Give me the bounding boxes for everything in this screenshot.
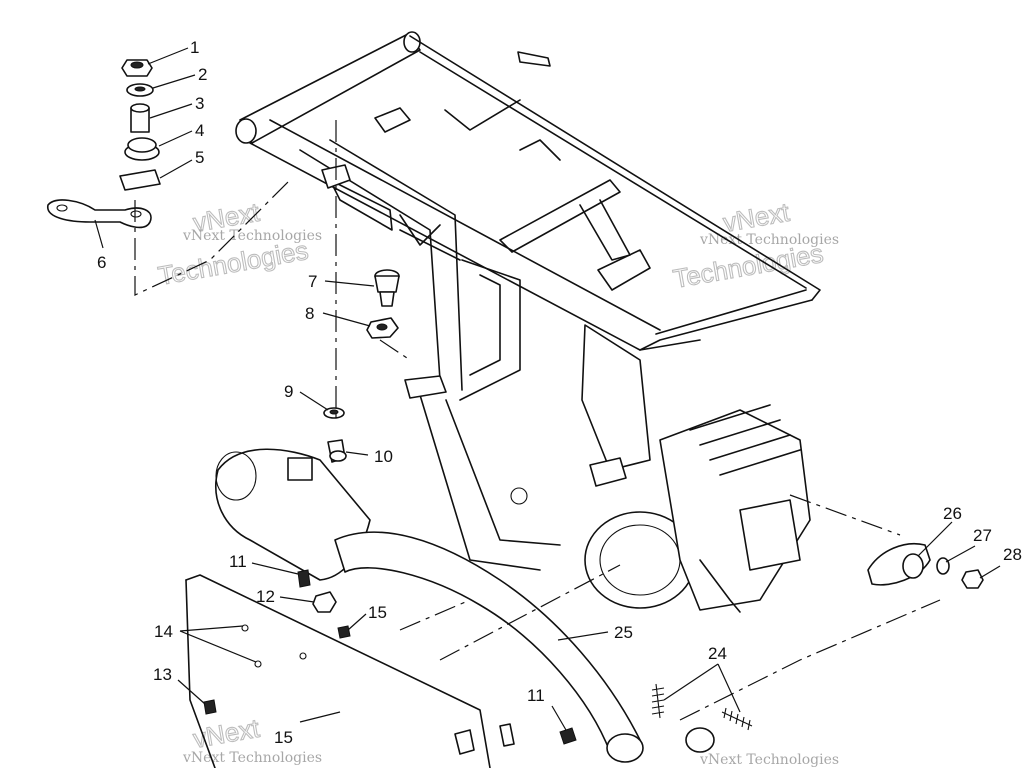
part-26-flange <box>867 543 931 586</box>
heat-shield-16 <box>185 574 491 768</box>
callouts: 1 2 3 4 5 6 7 8 9 10 11 12 15 14 13 25 1… <box>97 38 1022 747</box>
engine-assembly <box>584 404 811 613</box>
part-28-nut <box>961 569 984 589</box>
exhaust-pipe-25 <box>334 531 644 763</box>
callout-26: 26 <box>943 504 962 523</box>
callout-11a: 11 <box>229 552 247 571</box>
callout-12: 12 <box>256 587 275 606</box>
callout-13: 13 <box>153 665 172 684</box>
callout-10: 10 <box>374 447 393 466</box>
callout-15a: 15 <box>368 603 387 622</box>
callout-9: 9 <box>284 382 293 401</box>
callout-27: 27 <box>973 526 992 545</box>
callout-7: 7 <box>308 272 317 291</box>
callout-11b: 11 <box>527 686 545 705</box>
callout-2: 2 <box>198 65 207 84</box>
callout-4: 4 <box>195 121 204 140</box>
part-4-grommet <box>124 137 160 161</box>
part-bottom-clamp <box>454 723 515 755</box>
callout-15b: 15 <box>274 728 293 747</box>
part-5-bracket <box>119 169 161 191</box>
watermark-left: vNext vNext Technologies Technologies <box>155 196 322 291</box>
watermark-line: vNext Technologies <box>182 228 322 244</box>
muffler <box>215 448 371 581</box>
callout-1: 1 <box>190 38 199 57</box>
part-11b-bolt <box>559 727 577 745</box>
part-7-bumper <box>374 269 400 307</box>
part-3-sleeve <box>130 103 150 133</box>
part-8-nut <box>366 317 399 339</box>
part-24-springs <box>651 683 753 753</box>
assembly-centerlines <box>134 120 941 721</box>
callout-25: 25 <box>614 623 633 642</box>
callout-14: 14 <box>154 622 173 641</box>
part-9-washer <box>323 407 345 419</box>
part-12-nut <box>312 591 337 613</box>
leader-lines <box>94 47 1001 731</box>
callout-24: 24 <box>708 644 727 663</box>
part-1-nut <box>121 59 153 77</box>
part-27-gasket <box>936 557 950 575</box>
part-2-washer <box>126 83 154 97</box>
part-13-screw <box>203 699 217 715</box>
callout-3: 3 <box>195 94 204 113</box>
part-10-bolt <box>327 439 347 463</box>
part-14-fasteners <box>241 624 307 668</box>
callout-28: 28 <box>1003 545 1022 564</box>
part-15-clip <box>337 625 351 639</box>
callout-5: 5 <box>195 148 204 167</box>
watermark-line: vNext Technologies <box>699 752 839 768</box>
part-6-bracket <box>47 199 152 229</box>
watermark-right: vNext vNext Technologies Technologies <box>670 196 839 294</box>
callout-6: 6 <box>97 253 106 272</box>
callout-8: 8 <box>305 304 314 323</box>
part-11-bolt <box>297 569 311 588</box>
frame-assembly <box>235 31 821 571</box>
watermark-line: vNext Technologies <box>182 750 322 766</box>
